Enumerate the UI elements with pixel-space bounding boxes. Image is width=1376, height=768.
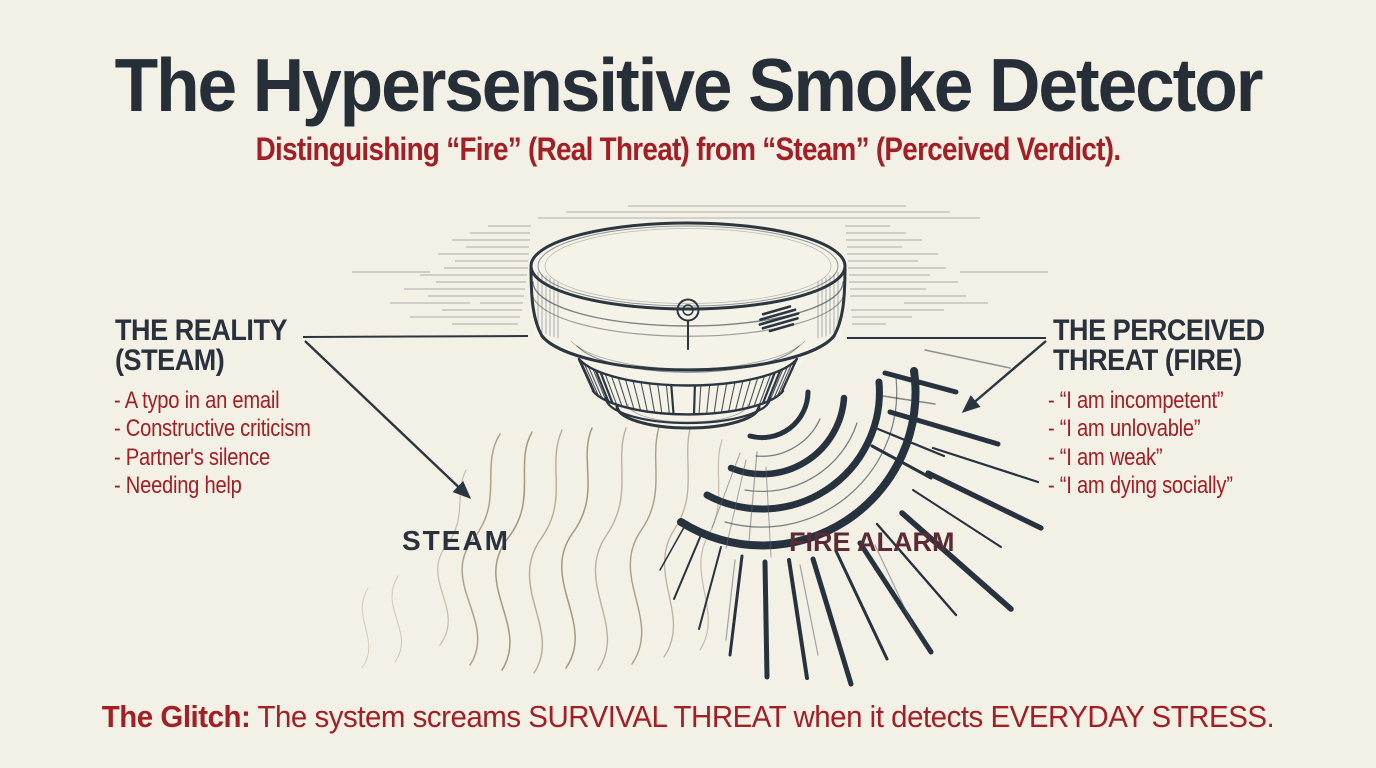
- alarm-waves-drawing: [659, 349, 1044, 687]
- reality-list: - A typo in an email - Constructive crit…: [114, 387, 311, 501]
- subtitle: Distinguishing “Fire” (Real Threat) from…: [255, 131, 1121, 167]
- perceived-heading-line2: THREAT (FIRE): [1053, 344, 1242, 377]
- list-item: - “I am incompetent”: [1048, 387, 1224, 414]
- threat-arrow: [847, 337, 1047, 413]
- list-item: - “I am weak”: [1048, 443, 1163, 471]
- list-item: - Constructive criticism: [114, 415, 311, 443]
- reality-heading: THE REALITY (STEAM): [115, 314, 288, 377]
- fire-alarm-label: FIRE ALARM: [789, 527, 955, 557]
- perceived-heading-line1: THE PERCEIVED: [1053, 314, 1265, 347]
- reality-arrow: [302, 335, 529, 499]
- reality-heading-line1: THE REALITY: [115, 314, 288, 347]
- glitch-note-text: The system screams SURVIVAL THREAT when …: [250, 699, 1275, 734]
- list-item: - Needing help: [114, 472, 242, 500]
- smoke-detector-illustration: [529, 221, 847, 430]
- perceived-threat-heading: THE PERCEIVED THREAT (FIRE): [1053, 316, 1265, 376]
- list-item: - “I am unlovable”: [1048, 415, 1201, 443]
- reality-heading-line2: (STEAM): [115, 344, 225, 377]
- ceiling-hatch-drawing: [352, 205, 1048, 325]
- list-item: - A typo in an email: [114, 387, 280, 414]
- steam-label: STEAM: [402, 525, 510, 556]
- list-item: - “I am dying socially”: [1048, 472, 1233, 500]
- list-item: - Partner's silence: [114, 443, 270, 471]
- perceived-threat-list: - “I am incompetent” - “I am unlovable” …: [1048, 387, 1233, 501]
- page-title: The Hypersensitive Smoke Detector: [114, 43, 1264, 127]
- glitch-note-lead: The Glitch:: [101, 699, 251, 734]
- glitch-note: The Glitch: The system screams SURVIVAL …: [34, 700, 1341, 734]
